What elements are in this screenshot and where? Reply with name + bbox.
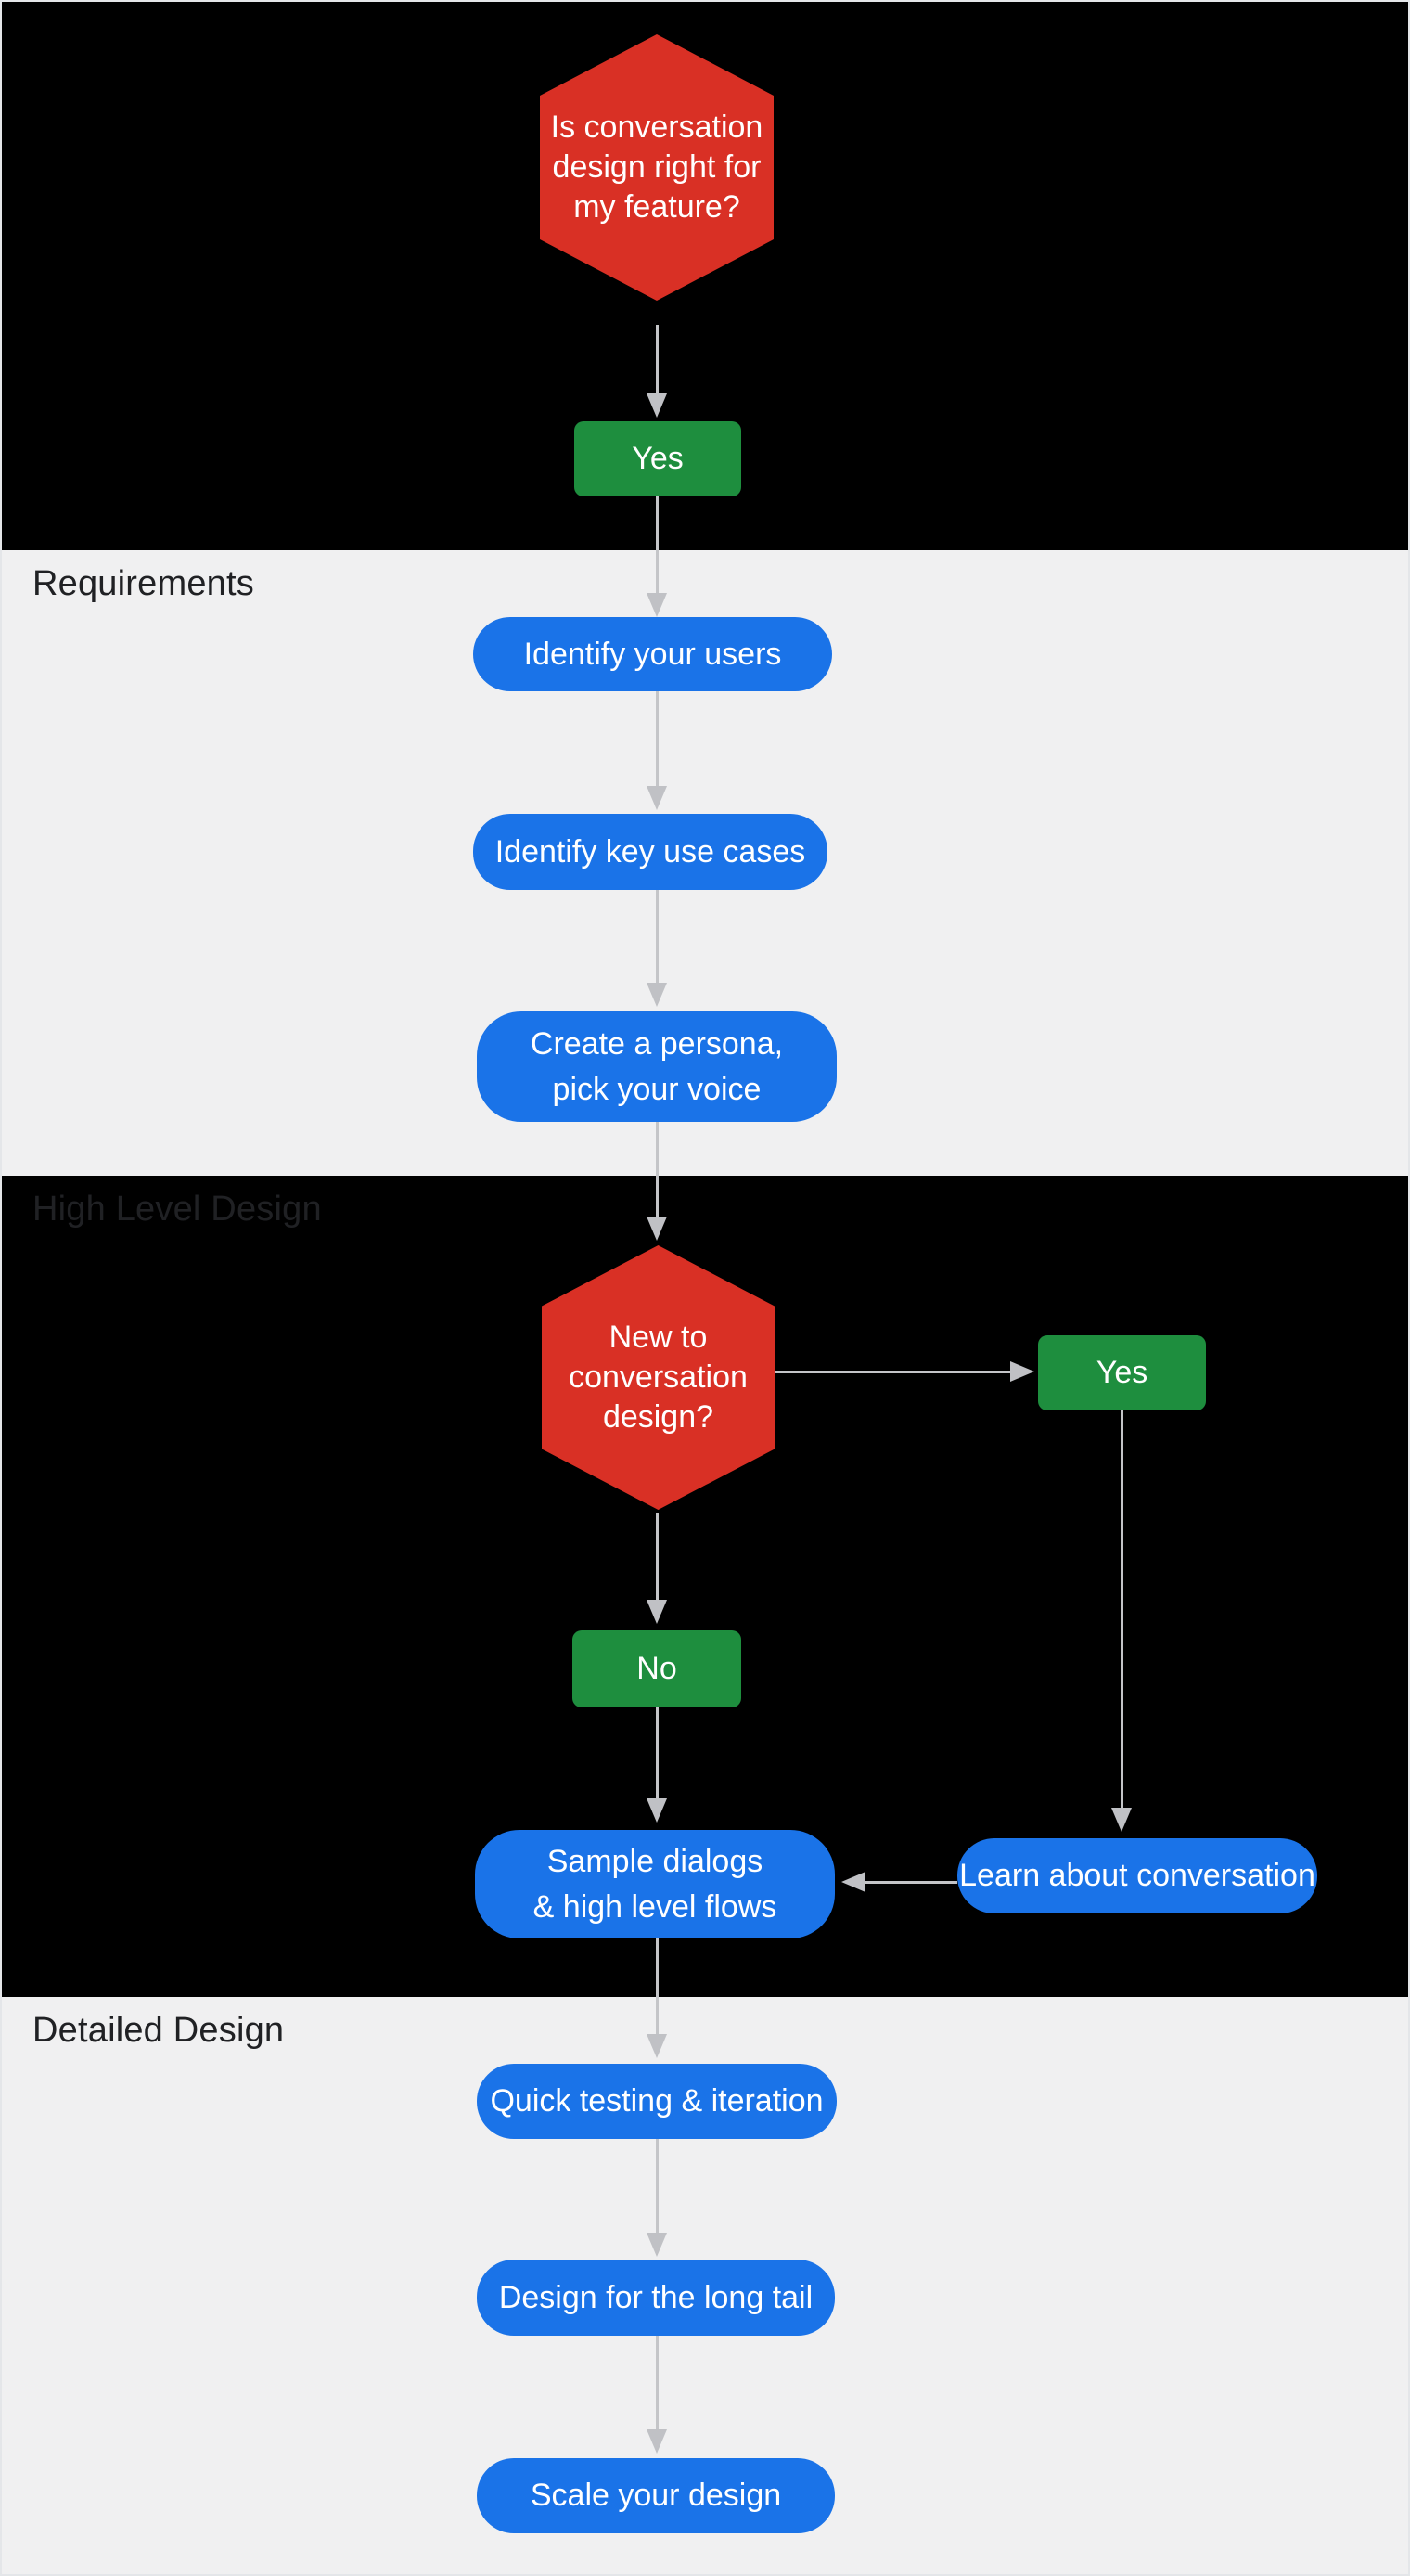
arrow-head-use-cases-to-persona (647, 983, 667, 1007)
section-label-high-level-design: High Level Design (32, 1190, 322, 1229)
arrow-line-users-to-use-cases (656, 691, 659, 786)
arrow-line-q1-to-yes (656, 325, 659, 393)
arrow-head-q1-to-yes (647, 393, 667, 418)
step-identify-your-users[interactable]: Identify your users (473, 617, 832, 691)
step-design-for-long-tail[interactable]: Design for the long tail (477, 2260, 835, 2336)
arrow-line-quick-to-long-tail (656, 2139, 659, 2233)
arrow-line-no-to-sample-dialogs (656, 1707, 659, 1798)
arrow-line-q2-to-no (656, 1513, 659, 1600)
arrow-line-q2-to-yes2 (775, 1371, 1010, 1373)
answer-yes-button[interactable]: Yes (574, 421, 741, 496)
arrow-head-q2-to-no (647, 1600, 667, 1624)
arrow-head-sample-to-quick-testing (647, 2034, 667, 2058)
arrow-head-learn-to-sample-dialogs (841, 1872, 865, 1892)
arrow-head-users-to-use-cases (647, 786, 667, 810)
arrow-line-use-cases-to-persona (656, 890, 659, 983)
arrow-line-sample-to-quick-testing (656, 1938, 659, 2034)
arrow-head-no-to-sample-dialogs (647, 1798, 667, 1823)
answer-yes2-button[interactable]: Yes (1038, 1335, 1206, 1410)
section-label-requirements: Requirements (32, 564, 254, 603)
arrow-line-persona-to-q2 (656, 1122, 659, 1217)
step-scale-your-design[interactable]: Scale your design (477, 2458, 835, 2533)
decision-is-conversation-design-right: Is conversation design right for my feat… (540, 34, 774, 301)
arrow-line-yes2-to-learn (1121, 1410, 1123, 1808)
arrow-line-learn-to-sample-dialogs (865, 1881, 957, 1884)
step-create-persona-pick-voice[interactable]: Create a persona, pick your voice (477, 1011, 837, 1122)
arrow-head-long-tail-to-scale (647, 2429, 667, 2454)
arrow-head-quick-to-long-tail (647, 2233, 667, 2257)
step-sample-dialogs-high-level-flows[interactable]: Sample dialogs & high level flows (475, 1830, 835, 1938)
decision-new-to-conversation-design: New to conversation design? (542, 1245, 775, 1510)
arrow-head-q2-to-yes2 (1010, 1361, 1034, 1382)
arrow-head-yes-to-identify-users (647, 593, 667, 617)
arrow-head-persona-to-q2 (647, 1217, 667, 1241)
arrow-line-long-tail-to-scale (656, 2336, 659, 2429)
step-quick-testing-iteration[interactable]: Quick testing & iteration (477, 2064, 837, 2139)
arrow-line-yes-to-identify-users (656, 496, 659, 593)
answer-no-button[interactable]: No (572, 1630, 741, 1707)
step-learn-about-conversation[interactable]: Learn about conversation (957, 1838, 1317, 1913)
step-identify-key-use-cases[interactable]: Identify key use cases (473, 814, 827, 890)
arrow-head-yes2-to-learn (1111, 1808, 1132, 1832)
section-label-detailed-design: Detailed Design (32, 2011, 285, 2050)
